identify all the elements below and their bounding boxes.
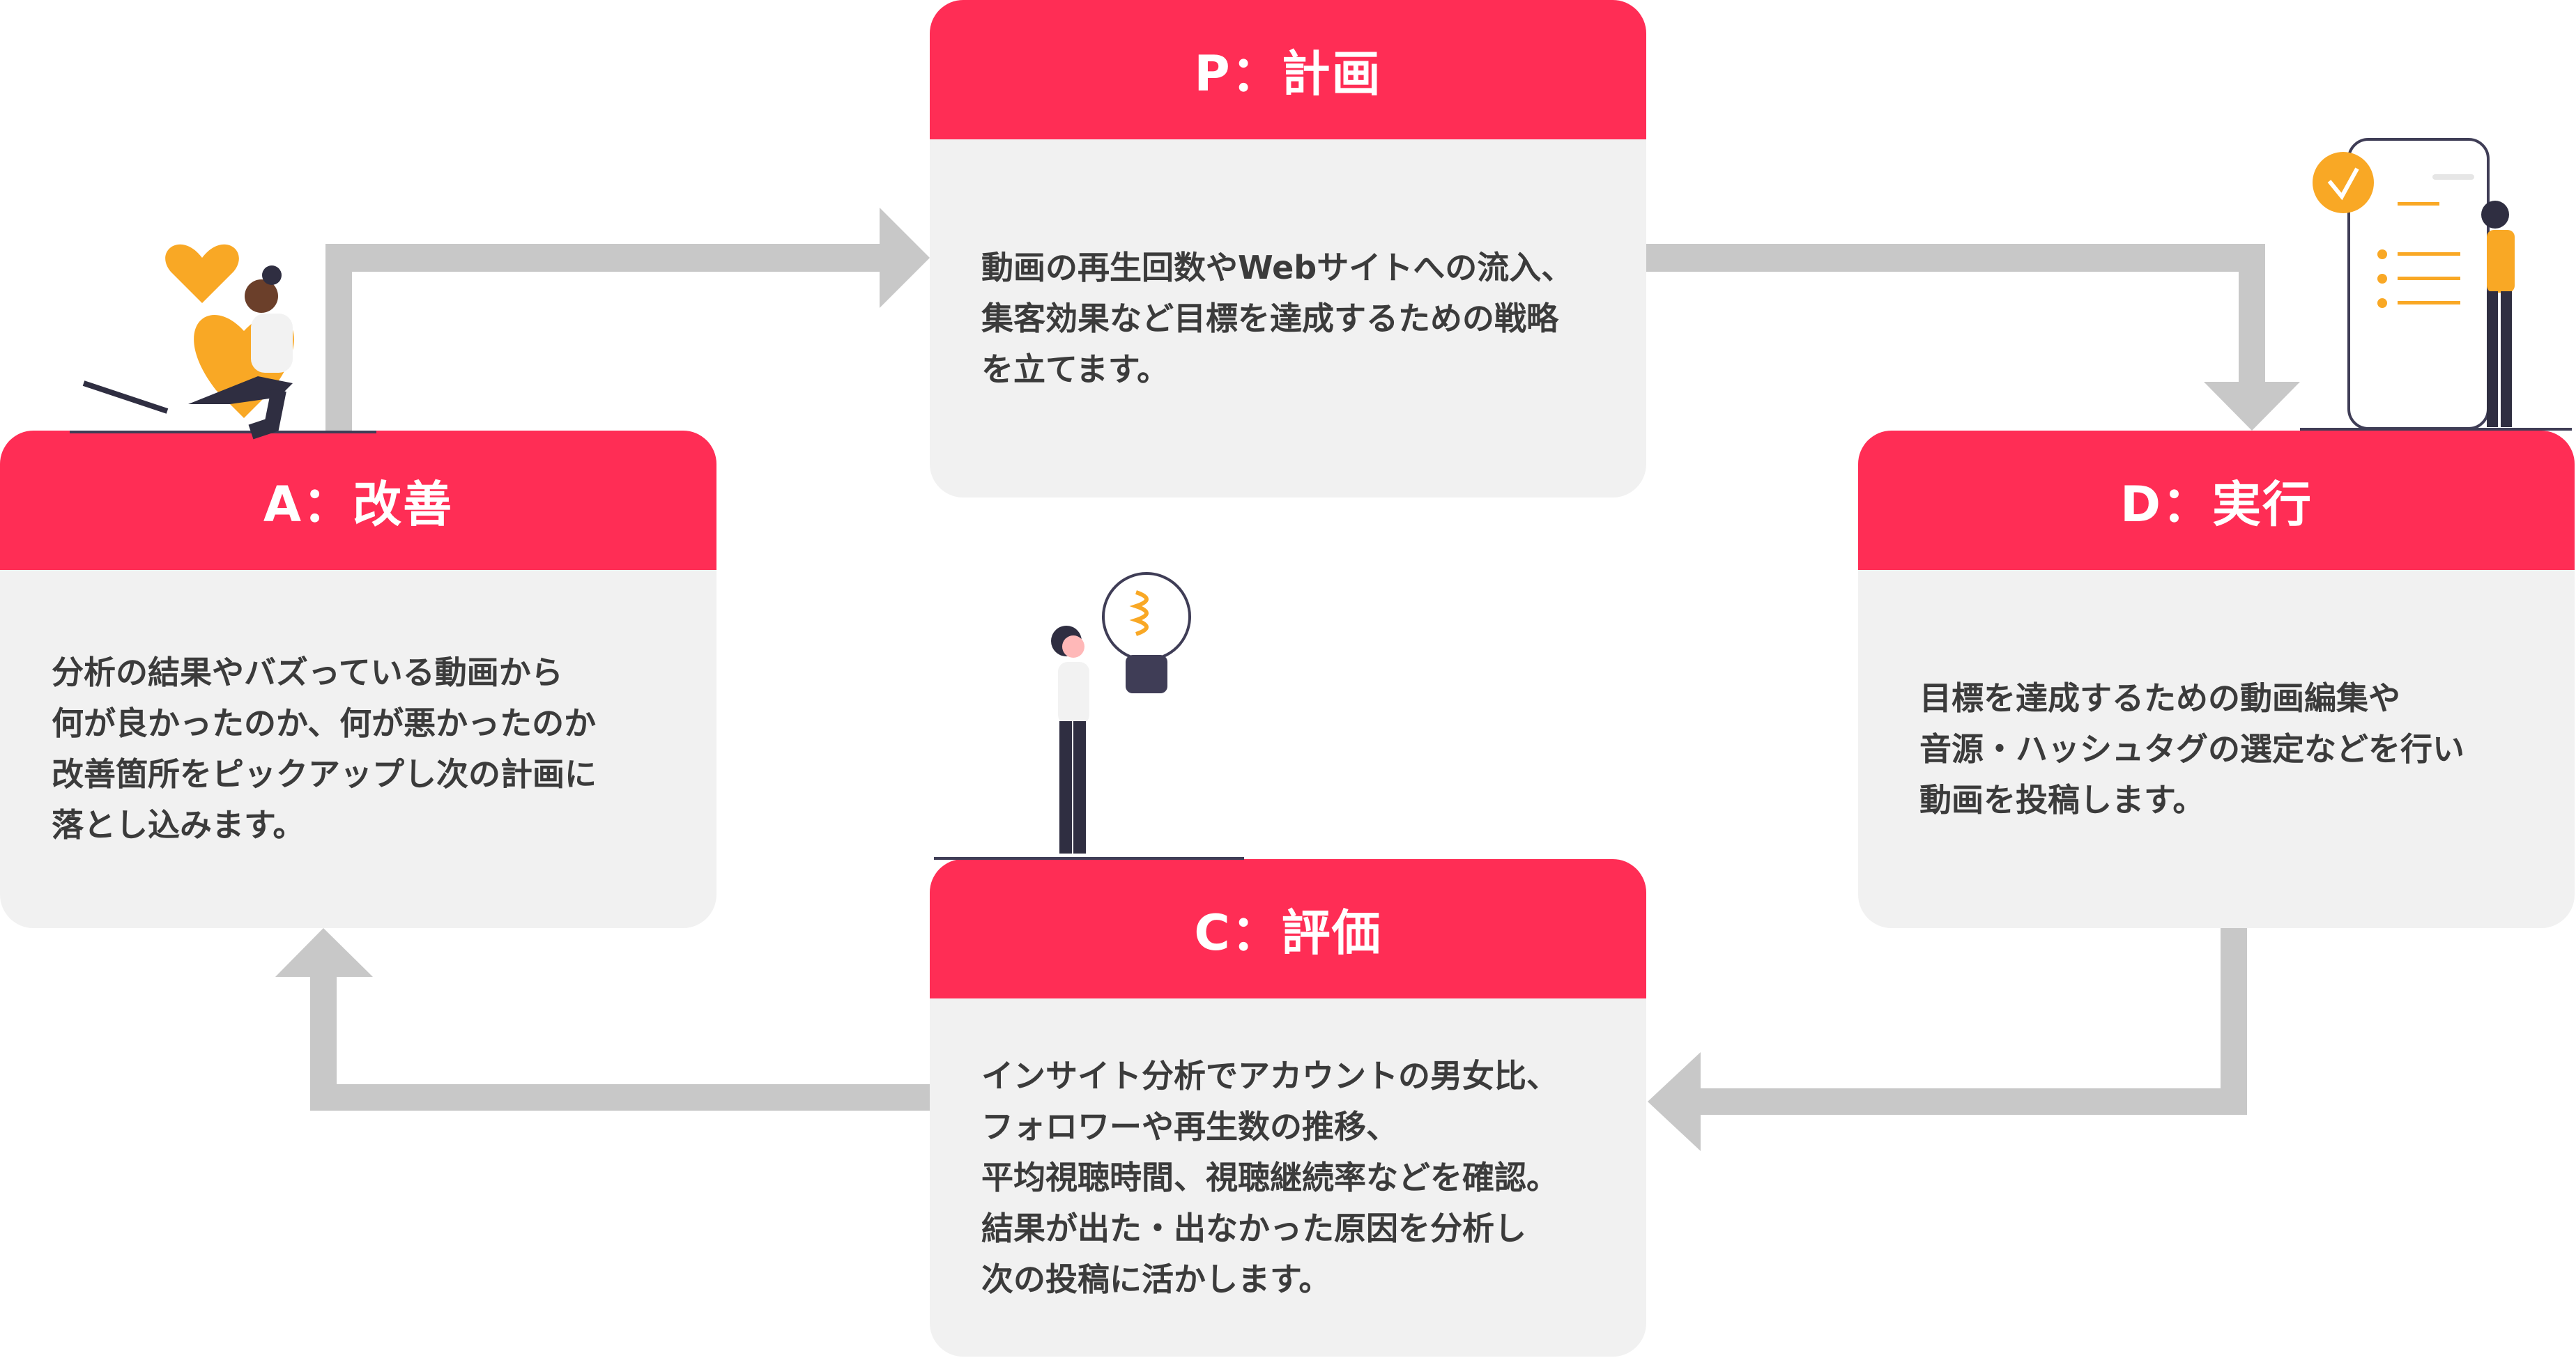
checklist-icon [2377,249,2460,308]
do-description: 目標を達成するための動画編集や 音源・ハッシュタグの選定などを行い 動画を投稿し… [1919,679,2464,819]
plan-title: P：計画 [930,0,1646,139]
act-title: A：改善 [0,431,716,570]
check-description: インサイト分析でアカウントの男女比、 フォロワーや再生数の推移、 平均視聴時間、… [981,1056,1558,1298]
heart-icon [165,244,239,303]
act-description: 分析の結果やバズっている動画から 何が良かったのか、何が悪かったのか 改善箇所を… [52,654,597,844]
arrow-plan-to-do [1646,244,2300,431]
checkmark-icon [2313,152,2374,213]
arrow-check-to-act [275,928,930,1111]
plan-card: P：計画 動画の再生回数やWebサイトへの流入、 集客効果など目標を達成するため… [930,0,1646,497]
do-card: D：実行 目標を達成するための動画編集や 音源・ハッシュタグの選定などを行い 動… [1858,431,2575,928]
check-card: C：評価 インサイト分析でアカウントの男女比、 フォロワーや再生数の推移、 平均… [930,859,1646,1357]
lightbulb-person-illustration [934,572,1244,860]
plan-description: 動画の再生回数やWebサイトへの流入、 集客効果など目標を達成するための戦略 を… [981,248,1574,388]
do-title: D：実行 [1858,431,2575,570]
check-title: C：評価 [930,859,1646,998]
heart-person-illustration [70,244,376,440]
act-card: A：改善 分析の結果やバズっている動画から 何が良かったのか、何が悪かったのか … [0,431,716,928]
arrow-act-to-plan [325,208,930,431]
arrow-do-to-check [1648,928,2247,1151]
phone-checklist-illustration [2300,138,2572,431]
